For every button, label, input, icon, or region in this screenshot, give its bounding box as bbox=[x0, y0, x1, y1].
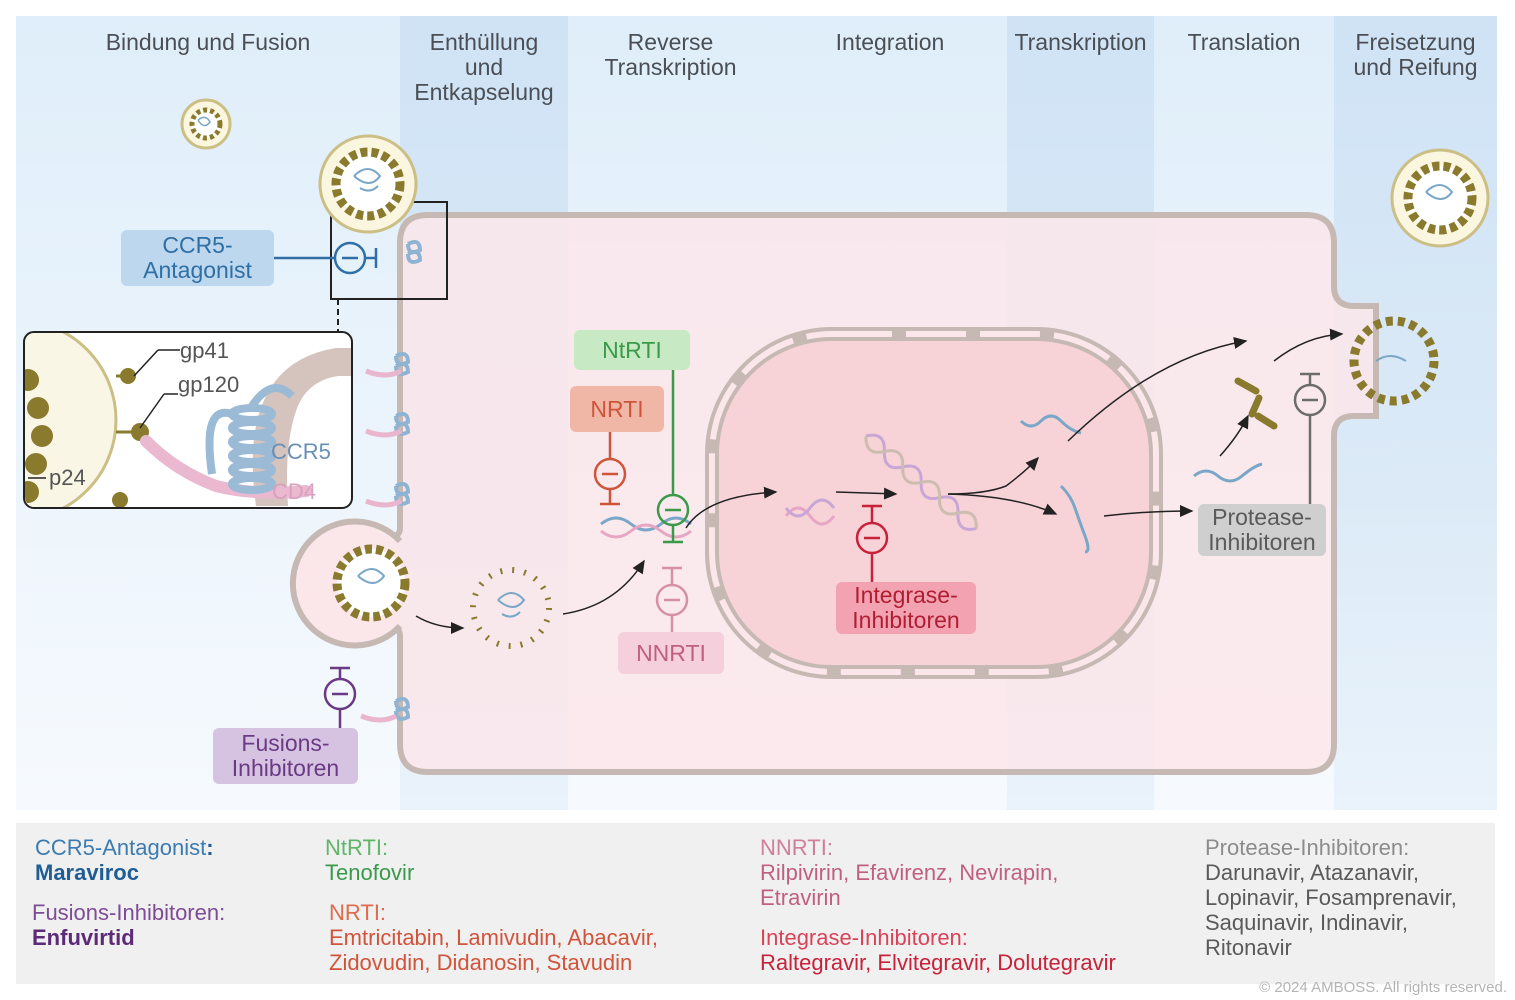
polyprotein bbox=[1234, 377, 1278, 430]
inhibitor-integrase-symbol bbox=[855, 504, 889, 582]
stage-title-transcription: Transkription bbox=[1014, 29, 1147, 55]
viral-rna-dna bbox=[600, 516, 692, 539]
legend-ntrti-drugs: Tenofovir bbox=[325, 860, 415, 885]
legend-ntrti: NtRTI: Tenofovir bbox=[325, 835, 414, 885]
inhibitor-ntrti-symbol bbox=[656, 370, 690, 544]
legend-fusion-drugs: Enfuvirtid bbox=[32, 925, 135, 950]
inhibitor-label-ntrti: NtRTI bbox=[574, 330, 690, 370]
copyright: © 2024 AMBOSS. All rights reserved. bbox=[1259, 979, 1507, 996]
stage-title-integration: Integration bbox=[835, 29, 945, 55]
legend-integrase-heading: Integrase-Inhibitoren: bbox=[760, 925, 968, 950]
stage-title-translation: Translation bbox=[1187, 29, 1301, 55]
legend-ccr5: CCR5-Antagonist: Maraviroc bbox=[35, 835, 214, 885]
process-arrows bbox=[415, 328, 1344, 634]
legend-ccr5-heading: CCR5-Antagonist: bbox=[35, 835, 214, 860]
label-gp120: gp120 bbox=[178, 372, 240, 397]
inhibitor-fusion-symbol bbox=[323, 666, 357, 728]
proviral-dna bbox=[784, 433, 978, 531]
inhibitor-label-nrti: NRTI bbox=[570, 386, 664, 432]
legend-nrti: NRTI: Emtricitabin, Lamivudin, Abacavir,… bbox=[329, 900, 658, 975]
stage-title-uncoating: Enthüllung und Entkapselung bbox=[414, 29, 554, 105]
inhibitor-label-ccr5: CCR5- Antagonist bbox=[121, 230, 274, 286]
label-cd4: CD4 bbox=[272, 479, 317, 504]
capsid-uncoating bbox=[470, 567, 552, 649]
legend-nrti-heading: NRTI: bbox=[329, 900, 387, 925]
legend: CCR5-Antagonist: Maraviroc Fusions-Inhib… bbox=[16, 823, 1495, 984]
label-ccr5: CCR5 bbox=[271, 439, 331, 464]
inhibitor-ccr5-symbol bbox=[274, 241, 378, 275]
stage-title-binding: Bindung und Fusion bbox=[105, 29, 311, 55]
label-gp41: gp41 bbox=[180, 338, 229, 363]
inhibitor-label-protease: Protease- Inhibitoren bbox=[1198, 504, 1326, 556]
inhibitor-nrti-symbol bbox=[593, 432, 627, 506]
virion-binding bbox=[318, 134, 418, 234]
stage-title-reverse-transcription: Reverse Transkription bbox=[604, 29, 737, 80]
legend-integrase: Integrase-Inhibitoren: Raltegravir, Elvi… bbox=[760, 925, 1116, 975]
virion-fusing bbox=[289, 518, 410, 649]
legend-nnrti: NNRTI: Rilpivirin, Efavirenz, Nevirapin,… bbox=[760, 835, 1058, 910]
legend-protease-drugs: Darunavir, Atazanavir, Lopinavir, Fosamp… bbox=[1205, 860, 1457, 960]
legend-ntrti-heading: NtRTI: bbox=[325, 835, 389, 860]
legend-nrti-drugs: Emtricitabin, Lamivudin, Abacavir, Zidov… bbox=[329, 925, 658, 975]
inhibitor-label-fusion: Fusions- Inhibitoren bbox=[213, 728, 358, 784]
legend-fusion-heading: Fusions-Inhibitoren: bbox=[32, 900, 226, 925]
process-illustration bbox=[23, 98, 1490, 775]
diagram-area: Bindung und Fusion Enthüllung und Entkap… bbox=[16, 16, 1497, 810]
virion-budding bbox=[1349, 316, 1439, 406]
legend-protease-heading: Protease-Inhibitoren: bbox=[1205, 835, 1410, 860]
inhibitor-nnrti-symbol bbox=[655, 566, 689, 632]
inhibitor-protease-symbol bbox=[1293, 372, 1327, 504]
legend-nnrti-drugs: Rilpivirin, Efavirenz, Nevirapin, Etravi… bbox=[760, 860, 1059, 910]
inhibitor-label-integrase: Integrase- Inhibitoren bbox=[836, 582, 976, 634]
legend-fusion: Fusions-Inhibitoren: Enfuvirtid bbox=[32, 900, 225, 950]
mrna bbox=[1019, 414, 1263, 554]
virion-released bbox=[1390, 148, 1490, 248]
stage-title-release: Freisetzung und Reifung bbox=[1353, 29, 1478, 80]
inhibitor-label-nnrti: NNRTI bbox=[618, 632, 724, 674]
label-p24: p24 bbox=[49, 465, 86, 490]
legend-nnrti-heading: NNRTI: bbox=[760, 835, 833, 860]
legend-ccr5-drugs: Maraviroc bbox=[35, 860, 139, 885]
legend-integrase-drugs: Raltegravir, Elvitegravir, Dolutegravir bbox=[760, 950, 1116, 975]
inset-detail bbox=[23, 331, 353, 509]
virion-top-small bbox=[180, 98, 232, 150]
legend-protease: Protease-Inhibitoren: Darunavir, Atazana… bbox=[1205, 835, 1457, 960]
